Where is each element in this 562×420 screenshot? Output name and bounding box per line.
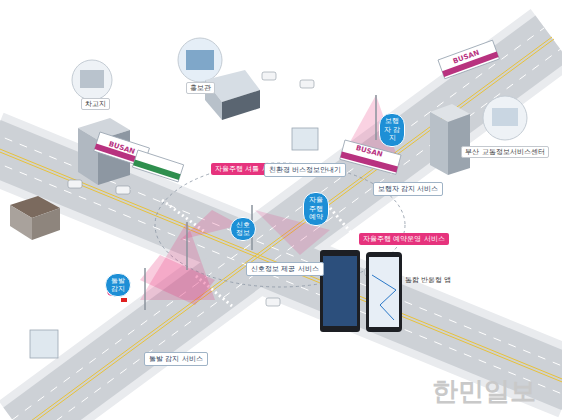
node-text: 신호정보 제공 서비스 bbox=[251, 265, 318, 273]
node-text: 보행자 감지 서비스 bbox=[378, 185, 438, 193]
function-badge: 자율주행 예약 bbox=[303, 192, 329, 225]
label-box: 부산 교통정보서비스센터 bbox=[461, 146, 548, 158]
node-text: 보행자 감지 bbox=[382, 117, 402, 142]
label-box: 차고지 bbox=[81, 98, 110, 110]
label-box: 돌발 감지 서비스 bbox=[144, 352, 207, 366]
node-text: 자율주행 예약운영 서비스 bbox=[363, 235, 444, 243]
function-badge: 신호 정보 bbox=[230, 217, 256, 242]
label-box: 친환경 버스정보안내기 bbox=[264, 163, 346, 177]
node-text: 친환경 버스정보안내기 bbox=[269, 166, 341, 174]
node-text: 돌발 감지 bbox=[108, 277, 128, 294]
node-text: 돌발 감지 서비스 bbox=[149, 355, 202, 363]
node-text: 차고지 bbox=[85, 100, 106, 108]
node-text: 신호 정보 bbox=[233, 221, 253, 238]
function-badge: 보행자 감지 bbox=[379, 113, 405, 146]
node-text: 부산 교통정보서비스센터 bbox=[465, 148, 544, 156]
label-box: 신호정보 제공 서비스 bbox=[246, 262, 323, 276]
node-text: 자율주행 예약 bbox=[306, 196, 326, 221]
app-caption: 통합 반응형 앱 bbox=[405, 275, 451, 285]
label-box: 보행자 감지 서비스 bbox=[373, 182, 443, 196]
label-box: 홍보관 bbox=[186, 82, 215, 94]
watermark: 한민일보 bbox=[432, 374, 536, 409]
service-box: 자율주행 예약운영 서비스 bbox=[359, 233, 448, 245]
node-text: 홍보관 bbox=[190, 84, 211, 92]
function-badge: 돌발 감지 bbox=[105, 273, 131, 298]
